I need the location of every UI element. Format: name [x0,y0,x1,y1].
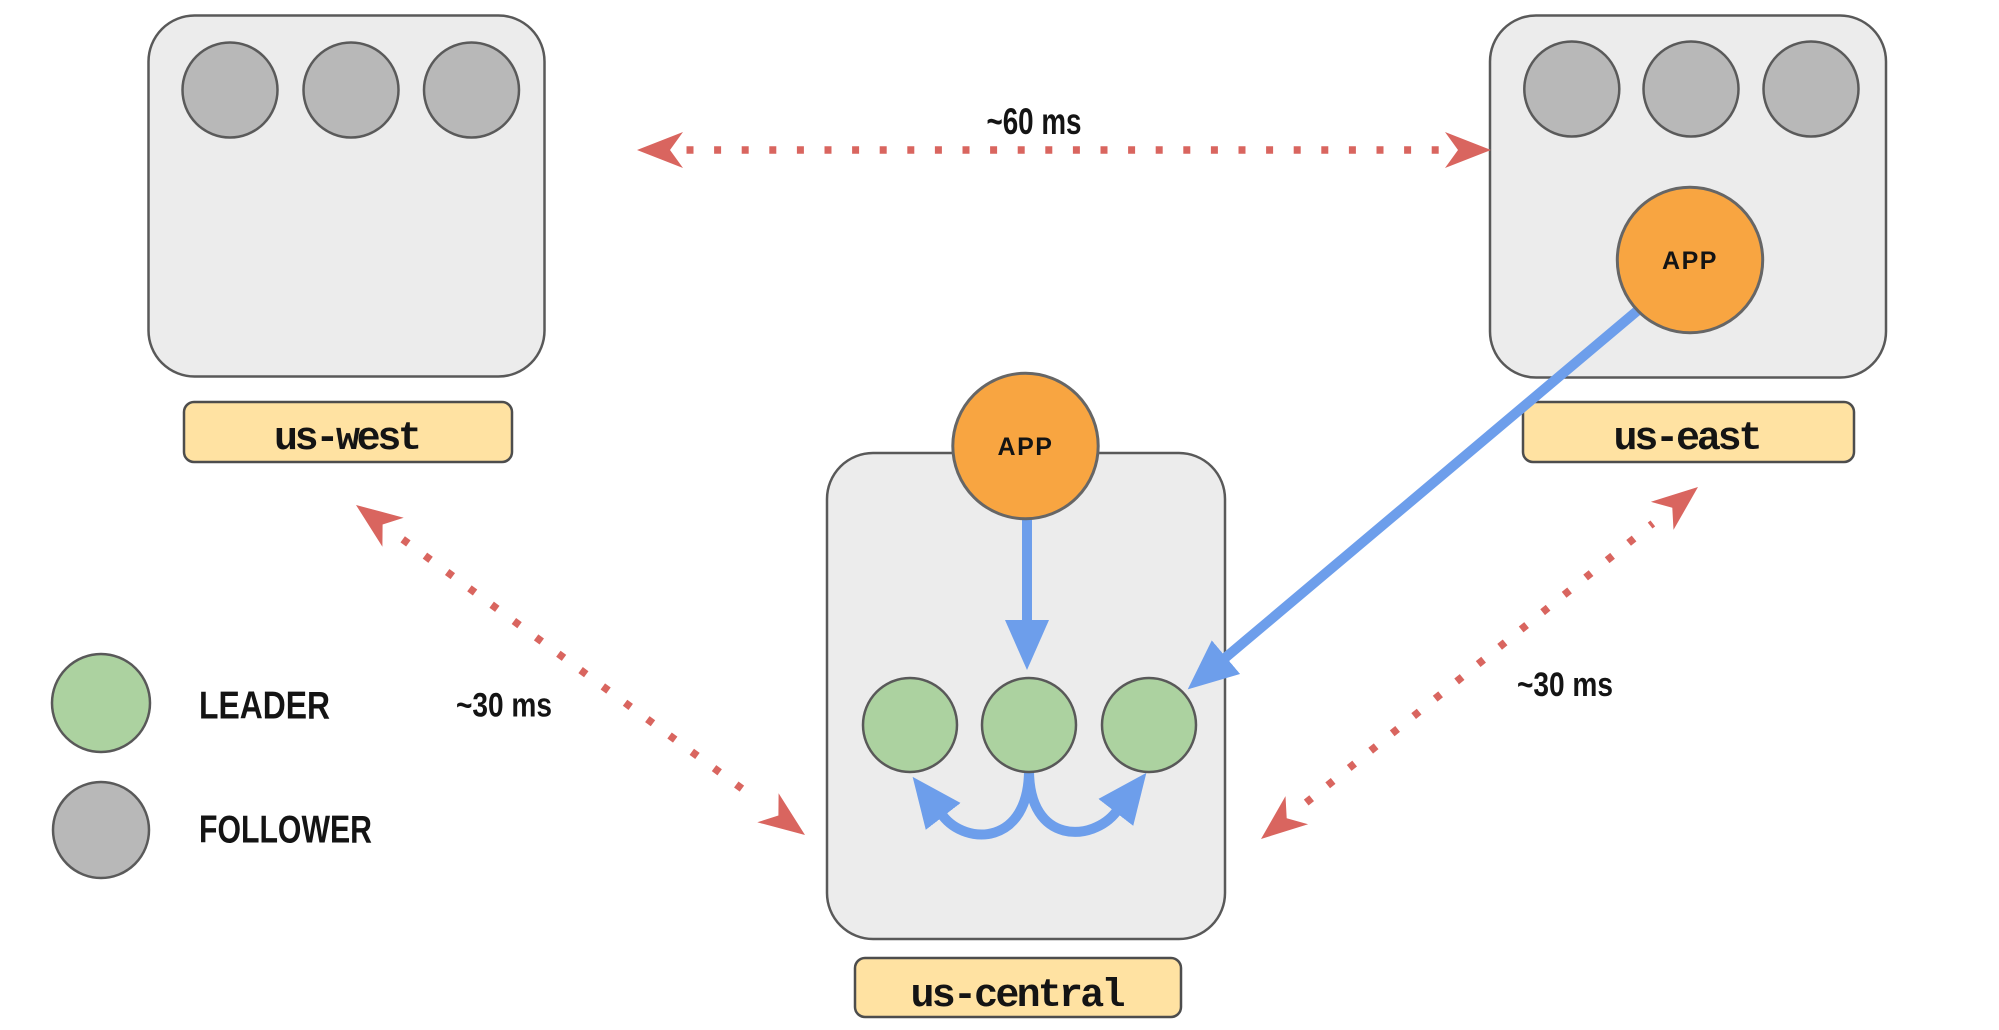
svg-text:us-central: us-central [911,974,1126,1019]
svg-text:~30 ms: ~30 ms [1517,666,1613,704]
svg-text:APP: APP [1662,247,1718,275]
svg-text:~60 ms: ~60 ms [987,101,1082,142]
svg-text:LEADER: LEADER [199,685,330,728]
svg-text:APP: APP [998,433,1054,461]
svg-text:FOLLOWER: FOLLOWER [199,809,372,852]
svg-text:us-west: us-west [274,417,422,462]
svg-text:~30 ms: ~30 ms [456,687,552,725]
svg-text:us-east: us-east [1614,417,1763,462]
